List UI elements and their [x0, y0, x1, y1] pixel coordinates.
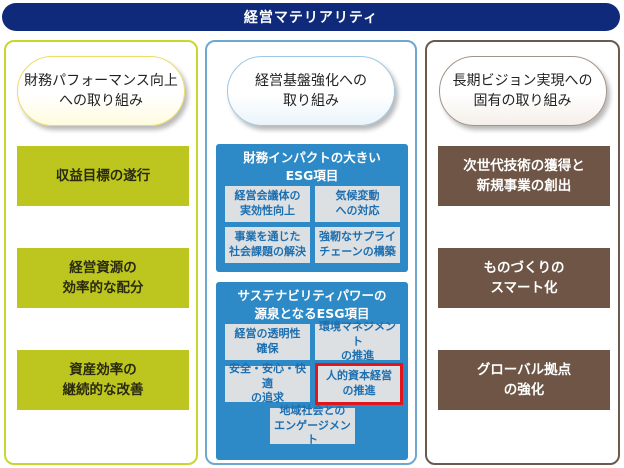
heading-line-1: 長期ビジョン実現への: [452, 72, 593, 89]
item-next-gen-technology: 次世代技術の獲得と 新規事業の創出: [438, 146, 610, 206]
item-label: 収益目標の遂行: [55, 167, 151, 184]
esg-cell-highlighted: 人的資本経営 の推進: [315, 363, 403, 405]
esg-cell: 経営の透明性 確保: [225, 324, 310, 360]
heading-line-2: 固有の取り組み: [473, 93, 572, 109]
cell-label: 経営会議体の 実効性向上: [234, 189, 301, 217]
panel-title: サステナビリティパワーの 源泉となるESG項目: [216, 287, 408, 322]
heading-line-1: 経営基盤強化への: [255, 72, 367, 89]
management-foundation-column: 経営基盤強化への 取り組み 財務インパクトの大きい ESG項目 経営会議体の 実…: [205, 40, 417, 465]
cell-label: 安全・安心・快適 の追求: [229, 361, 306, 405]
esg-cell: 強靭なサプライ チェーンの構築: [315, 227, 400, 263]
cell-label: 気候変動 への対応: [335, 189, 380, 217]
esg-cell: 事業を通じた 社会課題の解決: [225, 227, 310, 263]
heading-line-2: への取り組み: [58, 93, 143, 109]
financial-impact-esg-panel: 財務インパクトの大きい ESG項目 経営会議体の 実効性向上 気候変動 への対応…: [216, 144, 408, 272]
long-term-vision-column: 長期ビジョン実現への 固有の取り組み 次世代技術の獲得と 新規事業の創出 ものづ…: [425, 40, 620, 465]
item-label: 資産効率の 継続的な改善: [62, 361, 144, 398]
item-label: グローバル拠点 の強化: [476, 361, 572, 398]
item-smart-manufacturing: ものづくりの スマート化: [438, 248, 610, 308]
cell-label: 環境マネジメント の推進: [319, 319, 396, 363]
esg-cell: 安全・安心・快適 の追求: [225, 362, 310, 404]
item-global-bases: グローバル拠点 の強化: [438, 350, 610, 410]
heading-line-2: 取り組み: [283, 93, 339, 109]
long-term-vision-heading: 長期ビジョン実現への 固有の取り組み: [438, 56, 607, 126]
item-asset-efficiency: 資産効率の 継続的な改善: [17, 350, 189, 410]
financial-performance-column: 財務パフォーマンス向上 への取り組み 収益目標の遂行 経営資源の 効率的な配分 …: [4, 40, 198, 465]
item-label: ものづくりの スマート化: [483, 259, 565, 296]
banner-title: 経営マテリアリティ: [243, 10, 379, 26]
item-revenue-targets: 収益目標の遂行: [17, 146, 189, 206]
panel-title: 財務インパクトの大きい ESG項目: [216, 149, 408, 184]
heading-line-1: 財務パフォーマンス向上: [24, 72, 178, 89]
cell-label: 事業を通じた 社会課題の解決: [229, 230, 306, 258]
item-resource-allocation: 経営資源の 効率的な配分: [17, 248, 189, 308]
item-label: 次世代技術の獲得と 新規事業の創出: [463, 157, 585, 194]
cell-label: 経営の透明性 確保: [234, 327, 301, 355]
panel-title-line-1: 財務インパクトの大きい: [243, 150, 381, 165]
cell-label: 人的資本経営 の推進: [326, 369, 392, 397]
panel-title-line-2: 源泉となるESG項目: [254, 305, 370, 321]
cell-label: 強靭なサプライ チェーンの構築: [319, 230, 396, 258]
esg-cell: 地域社会との エンゲージメント: [270, 404, 355, 446]
esg-cell: 経営会議体の 実効性向上: [225, 186, 310, 222]
financial-performance-heading: 財務パフォーマンス向上 への取り組み: [17, 56, 185, 126]
panel-title-line-1: サステナビリティパワーの: [237, 288, 387, 303]
esg-cell: 気候変動 への対応: [315, 186, 400, 222]
item-label: 経営資源の 効率的な配分: [62, 259, 144, 296]
materiality-banner: 経営マテリアリティ: [2, 3, 620, 31]
sustainability-esg-panel: サステナビリティパワーの 源泉となるESG項目 経営の透明性 確保 環境マネジメ…: [216, 282, 408, 460]
panel-title-line-2: ESG項目: [285, 167, 339, 183]
cell-label: 地域社会との エンゲージメント: [274, 403, 351, 447]
management-foundation-heading: 経営基盤強化への 取り組み: [227, 56, 395, 126]
esg-cell: 環境マネジメント の推進: [315, 320, 400, 362]
